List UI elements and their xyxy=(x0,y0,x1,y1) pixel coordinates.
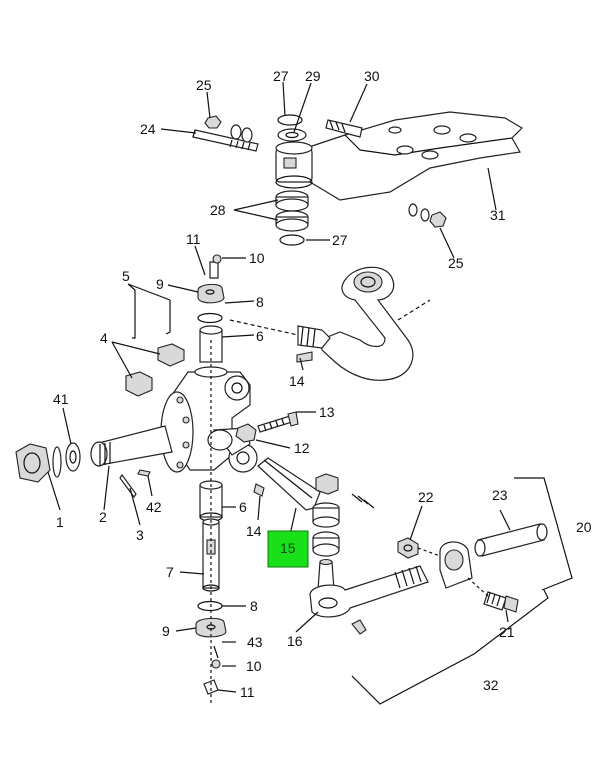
clamp-assembly xyxy=(397,523,548,613)
callout-15[interactable]: 15 xyxy=(280,540,296,556)
callout-21: 21 xyxy=(499,624,515,640)
o-ring-8-lower xyxy=(197,600,223,612)
callout-14: 14 xyxy=(289,373,305,389)
nut-12 xyxy=(235,423,257,443)
callout-16: 16 xyxy=(287,633,303,649)
callout-27: 27 xyxy=(332,232,348,248)
axle-beam-assembly xyxy=(192,111,523,246)
cap-9-lower xyxy=(195,617,227,638)
callout-7: 7 xyxy=(166,564,174,580)
callout-3: 3 xyxy=(136,527,144,543)
callout-42: 42 xyxy=(146,499,162,515)
o-ring-8-upper xyxy=(197,312,223,324)
callout-29: 29 xyxy=(305,68,321,84)
tie-rod-end-16 xyxy=(309,565,429,618)
callout-5: 5 xyxy=(122,268,130,284)
boot-15 xyxy=(257,457,321,511)
tube-23 xyxy=(477,523,545,557)
callout-13: 13 xyxy=(319,404,335,420)
callout-20: 20 xyxy=(576,519,592,535)
nut-25-lower xyxy=(429,211,447,228)
lower-kingpin-stack xyxy=(195,340,227,706)
steering-arm xyxy=(229,266,431,381)
tie-rod-end xyxy=(257,457,429,635)
nut-4-upper xyxy=(157,343,185,367)
o-ring-27-upper xyxy=(277,114,303,126)
callout-25: 25 xyxy=(448,255,464,271)
bolt-13 xyxy=(257,415,293,433)
callout-4: 4 xyxy=(100,330,108,346)
callout-22: 22 xyxy=(418,489,434,505)
callout-25: 25 xyxy=(196,77,212,93)
bushing-6-lower xyxy=(199,484,223,518)
callout-11: 11 xyxy=(186,231,201,247)
callout-10: 10 xyxy=(249,250,265,266)
steering-knuckle xyxy=(15,254,313,499)
callout-14: 14 xyxy=(246,523,262,539)
callout-6: 6 xyxy=(256,328,264,344)
callout-6: 6 xyxy=(239,499,247,515)
callout-8: 8 xyxy=(250,598,258,614)
callout-32: 32 xyxy=(483,677,499,693)
callout-24: 24 xyxy=(140,121,156,137)
callout-41: 41 xyxy=(53,391,69,407)
callout-31: 31 xyxy=(490,207,506,223)
nut-4-lower xyxy=(125,371,153,397)
callout-8: 8 xyxy=(256,294,264,310)
callout-labels: 25 27 29 30 24 28 31 27 25 11 10 5 9 8 4… xyxy=(53,68,592,700)
callout-43: 43 xyxy=(247,634,263,650)
leader-lines xyxy=(47,81,573,705)
callout-1: 1 xyxy=(56,514,64,530)
callout-30: 30 xyxy=(364,68,380,84)
callout-12: 12 xyxy=(294,440,310,456)
callout-27: 27 xyxy=(273,68,289,84)
nut-1 xyxy=(15,443,51,483)
washer-29 xyxy=(277,128,307,142)
callout-11: 11 xyxy=(240,684,255,700)
nut-22 xyxy=(397,537,419,559)
nut-25-upper xyxy=(204,115,222,129)
callout-28: 28 xyxy=(210,202,226,218)
callout-23: 23 xyxy=(492,487,508,503)
callout-10: 10 xyxy=(246,658,262,674)
callout-9: 9 xyxy=(162,623,170,639)
callout-2: 2 xyxy=(99,509,107,525)
washer-41 xyxy=(65,442,81,472)
kingpin-7 xyxy=(202,521,220,589)
o-ring-27-lower xyxy=(279,234,305,246)
callout-9: 9 xyxy=(156,276,164,292)
highlight-box-15[interactable] xyxy=(267,530,309,568)
